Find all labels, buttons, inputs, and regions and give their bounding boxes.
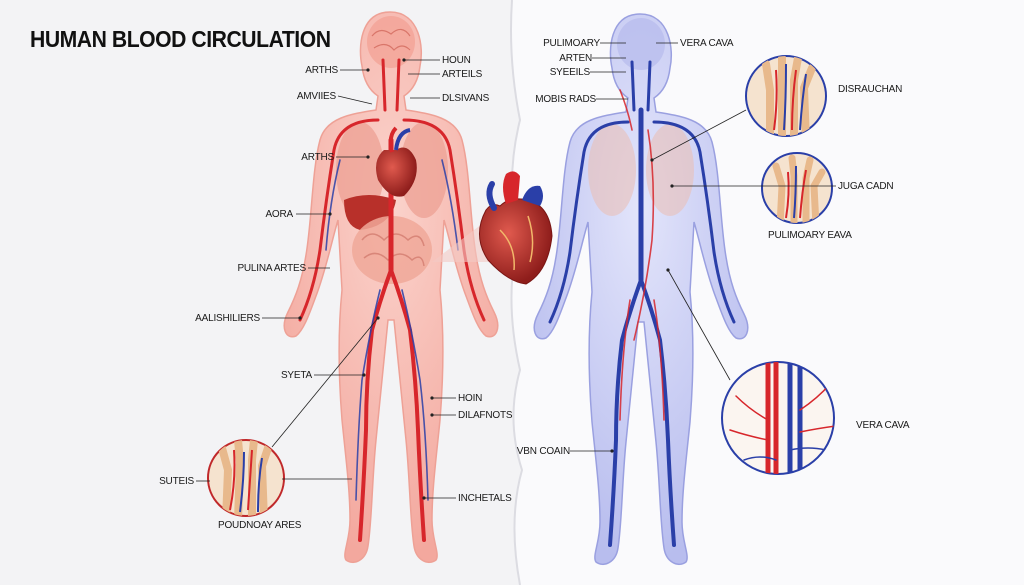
label-hoin: HOIN [458, 393, 483, 404]
leader-dots [298, 58, 674, 500]
label-vera-cava-top: VERA CAVA [680, 38, 734, 49]
label-syeta: SYETA [280, 370, 312, 381]
label-dlsivans: DLSIVANS [442, 93, 490, 104]
label-arths-mid: ARTHS [301, 152, 334, 163]
label-inchetals: INCHETALS [458, 493, 512, 504]
label-vbn-coain: VBN COAIN [516, 446, 570, 457]
leader-lines [196, 42, 836, 499]
page-title: HUMAN BLOOD CIRCULATION [30, 26, 331, 52]
label-syeeils: SYEEILS [549, 67, 590, 78]
arterial-body-figure [283, 11, 499, 564]
label-dilafnots: DILAFNOTS [458, 410, 513, 421]
heart-illustration [432, 171, 553, 285]
label-juga-cadn: JUGA CADN [838, 181, 894, 192]
inset-vessels [721, 361, 835, 475]
label-suteis: SUTEIS [159, 476, 194, 487]
label-vera-cava-bottom: VERA CAVA [856, 420, 910, 431]
label-amviies: AMVIIES [296, 91, 336, 102]
label-houn: HOUN [442, 55, 471, 66]
label-pulimoary-eava: PULIMOARY EAVA [768, 230, 852, 241]
label-aalishiliers: AALISHILIERS [195, 313, 260, 324]
label-aora: AORA [265, 209, 293, 220]
torn-divider [510, 0, 524, 585]
label-arteils: ARTEILS [442, 69, 483, 80]
label-disrauchan: DISRAUCHAN [838, 84, 903, 95]
inset-right-hand-top [745, 55, 827, 137]
label-pulimoary: PULIMOARY [543, 38, 600, 49]
inset-left-hand [207, 439, 285, 517]
venous-body-figure [533, 13, 749, 566]
label-mobis-rads: MOBIS RADS [535, 94, 596, 105]
label-arten: ARTEN [559, 53, 592, 64]
inset-left-caption: POUDNOAY ARES [218, 520, 302, 531]
label-arths-top: ARTHS [305, 65, 338, 76]
label-pulina-artes: PULINA ARTES [237, 263, 306, 274]
